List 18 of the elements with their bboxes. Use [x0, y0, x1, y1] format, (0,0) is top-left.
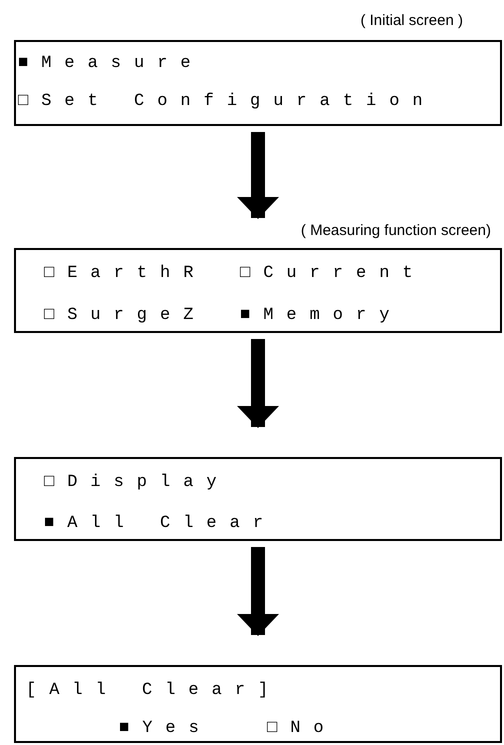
menu-item: □EarthR [44, 263, 206, 285]
menu-item: ■Yes [119, 718, 212, 740]
screen-box [14, 457, 502, 541]
arrow [237, 339, 279, 428]
menu-item: [All Clear] [26, 680, 282, 702]
menu-item: □Current [240, 263, 426, 285]
menu-item: □SurgeZ [44, 305, 206, 327]
screen-box [14, 665, 502, 743]
menu-item: □No [267, 718, 337, 740]
menu-item: ■All Clear [44, 513, 276, 535]
menu-item: ■Measure [18, 53, 204, 75]
menu-item: □Display [44, 472, 230, 494]
menu-item: □Set Configuration [18, 91, 436, 113]
screen-title: ( Initial screen ) [360, 12, 463, 30]
arrow [237, 547, 279, 636]
menu-item: ■Memory [240, 305, 402, 327]
screen-title: ( Measuring function screen) [300, 222, 491, 240]
arrow [237, 132, 279, 219]
